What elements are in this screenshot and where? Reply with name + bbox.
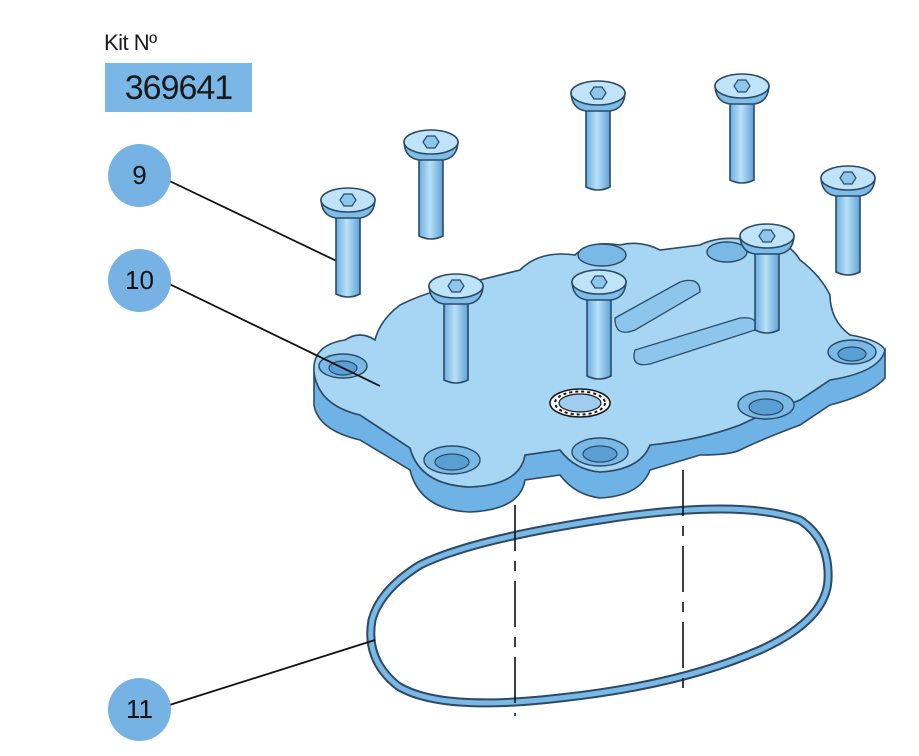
callout-11: 11 bbox=[108, 678, 171, 741]
callout-9: 9 bbox=[108, 144, 171, 207]
leader-line-9 bbox=[156, 174, 346, 266]
kit-number: 369641 bbox=[124, 69, 233, 107]
callout-9-label: 9 bbox=[132, 160, 147, 190]
callout-11-label: 11 bbox=[126, 694, 153, 724]
screw-2 bbox=[570, 80, 626, 191]
callout-10: 10 bbox=[108, 249, 171, 312]
screw-5 bbox=[320, 187, 376, 298]
screw-1 bbox=[403, 129, 459, 240]
callout-10-label: 10 bbox=[125, 265, 154, 295]
kit-number-box: 369641 bbox=[105, 63, 252, 112]
screw-4 bbox=[820, 165, 876, 276]
leader-line-10 bbox=[156, 277, 381, 387]
kit-label: Kit Nº bbox=[104, 30, 157, 55]
screw-3 bbox=[714, 73, 770, 184]
leader-line-11 bbox=[159, 639, 376, 709]
o-ring bbox=[366, 504, 833, 708]
